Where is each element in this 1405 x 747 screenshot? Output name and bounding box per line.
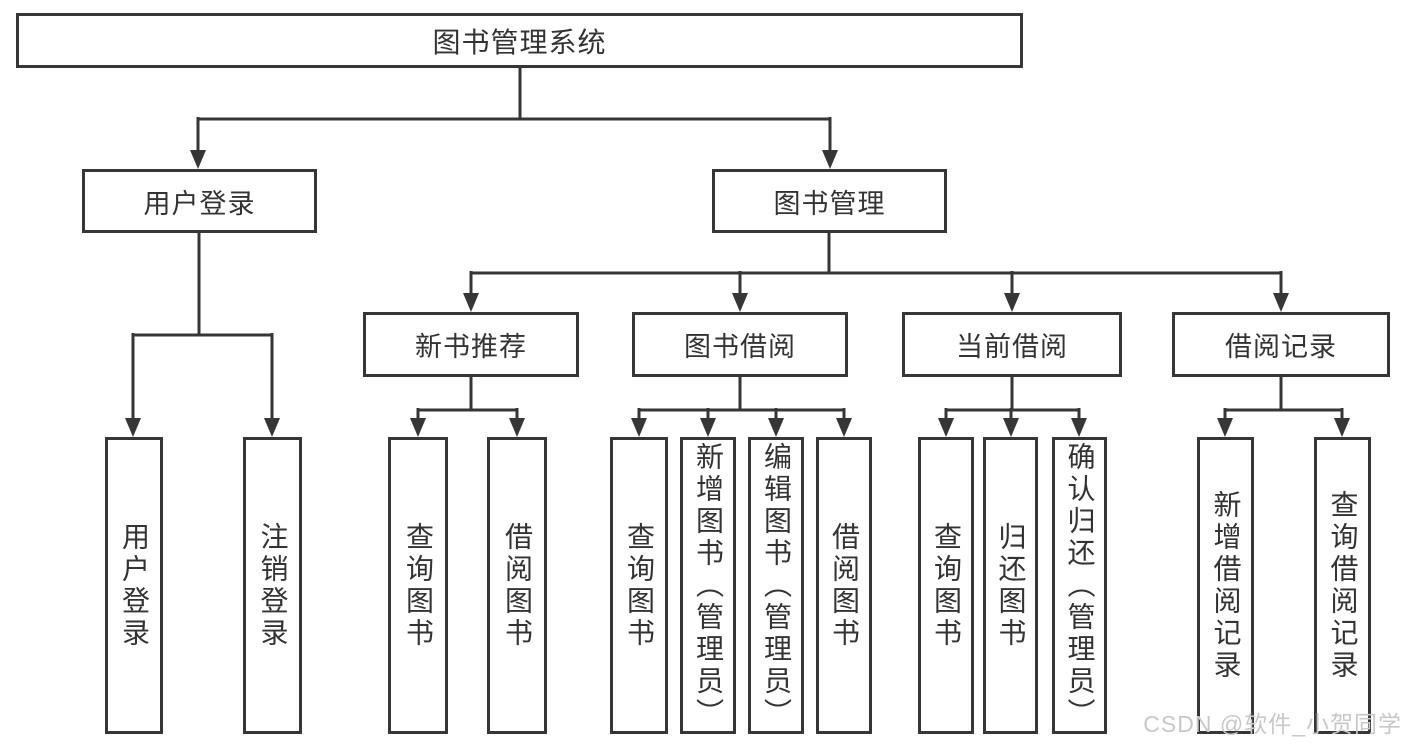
leaf-label: 新增图书（管理员） xyxy=(693,441,724,730)
node-label: 用户登录 xyxy=(143,188,256,219)
leaf-label: 归还图书 xyxy=(995,521,1027,650)
leaf-borrow-books-borrowing: 借阅图书 xyxy=(816,437,872,734)
leaf-label: 用户登录 xyxy=(119,521,150,650)
leaf-label: 查询图书 xyxy=(403,521,434,650)
node-label: 图书管理 xyxy=(773,188,886,219)
node-label: 当前借阅 xyxy=(956,332,1068,362)
csdn-watermark: CSDN @软件_小贺同学 xyxy=(1143,711,1402,737)
node-library-system: 图书管理系统 xyxy=(16,13,1023,68)
leaf-confirm-return-admin: 确认归还（管理员） xyxy=(1052,437,1107,734)
node-book-borrowing: 图书借阅 xyxy=(632,312,848,377)
leaf-borrow-books-recommend: 借阅图书 xyxy=(487,437,547,734)
leaf-edit-books-admin: 编辑图书（管理员） xyxy=(748,437,804,734)
leaf-query-books-current: 查询图书 xyxy=(918,437,974,734)
leaf-label: 注销登录 xyxy=(257,521,289,650)
leaf-label: 查询图书 xyxy=(931,521,962,650)
leaf-query-books-borrowing: 查询图书 xyxy=(610,437,668,734)
leaf-add-books-admin: 新增图书（管理员） xyxy=(680,437,736,734)
node-borrowing-records: 借阅记录 xyxy=(1172,312,1390,377)
leaf-query-books-recommend: 查询图书 xyxy=(388,437,448,734)
node-user-login: 用户登录 xyxy=(82,169,317,233)
node-label: 图书借阅 xyxy=(684,332,796,362)
leaf-label: 新增借阅记录 xyxy=(1210,489,1242,682)
leaf-add-borrow-record: 新增借阅记录 xyxy=(1197,437,1254,734)
leaf-label: 查询图书 xyxy=(624,521,655,650)
node-label: 新书推荐 xyxy=(415,332,527,362)
leaf-label: 编辑图书（管理员） xyxy=(761,441,792,730)
leaf-label: 确认归还（管理员） xyxy=(1064,441,1096,730)
leaf-query-borrow-record: 查询借阅记录 xyxy=(1314,437,1371,734)
node-current-borrowing: 当前借阅 xyxy=(902,312,1122,377)
leaf-label: 查询借阅记录 xyxy=(1327,489,1359,682)
node-label: 图书管理系统 xyxy=(432,26,607,58)
leaf-label: 借阅图书 xyxy=(502,521,533,650)
leaf-return-books: 归还图书 xyxy=(983,437,1038,734)
node-book-management: 图书管理 xyxy=(712,169,947,233)
leaf-user-login: 用户登录 xyxy=(105,437,163,734)
node-label: 借阅记录 xyxy=(1225,332,1337,362)
arrowheads xyxy=(125,150,1350,437)
leaf-logout: 注销登录 xyxy=(243,437,302,734)
leaf-label: 借阅图书 xyxy=(829,521,860,650)
node-new-book-recommend: 新书推荐 xyxy=(363,312,579,377)
